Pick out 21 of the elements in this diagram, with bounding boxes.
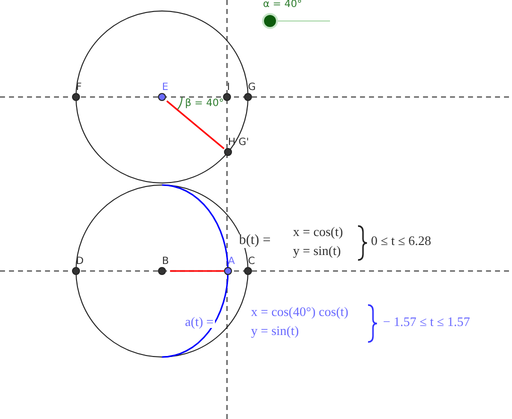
formula-text: 0 ≤ t ≤ 6.28 <box>370 234 432 247</box>
formula-text: x = cos(t) <box>292 225 344 238</box>
formula-text: y = sin(t) <box>250 324 300 337</box>
formula-text: b(t) = <box>238 234 272 248</box>
point-label: G' <box>238 137 250 148</box>
point-label: D <box>76 256 84 267</box>
point-label: C <box>248 256 255 267</box>
formula-text: x = cos(40°) cos(t) <box>250 305 350 318</box>
point-label: F <box>76 82 82 93</box>
formula-text: a(t) = <box>184 315 215 328</box>
point-label: G <box>248 82 256 93</box>
formula-text: − 1.57 ≤ t ≤ 1.57 <box>382 315 471 328</box>
point-label: A <box>228 256 235 267</box>
point-label: H <box>228 137 236 148</box>
angle-label: β = 40° <box>184 99 225 109</box>
line-segment <box>170 270 224 272</box>
point-label: B <box>162 256 169 267</box>
point-label: E <box>162 82 168 93</box>
point-label: I <box>227 82 230 93</box>
line-segment <box>166 100 225 150</box>
formula-text: y = sin(t) <box>292 244 342 257</box>
